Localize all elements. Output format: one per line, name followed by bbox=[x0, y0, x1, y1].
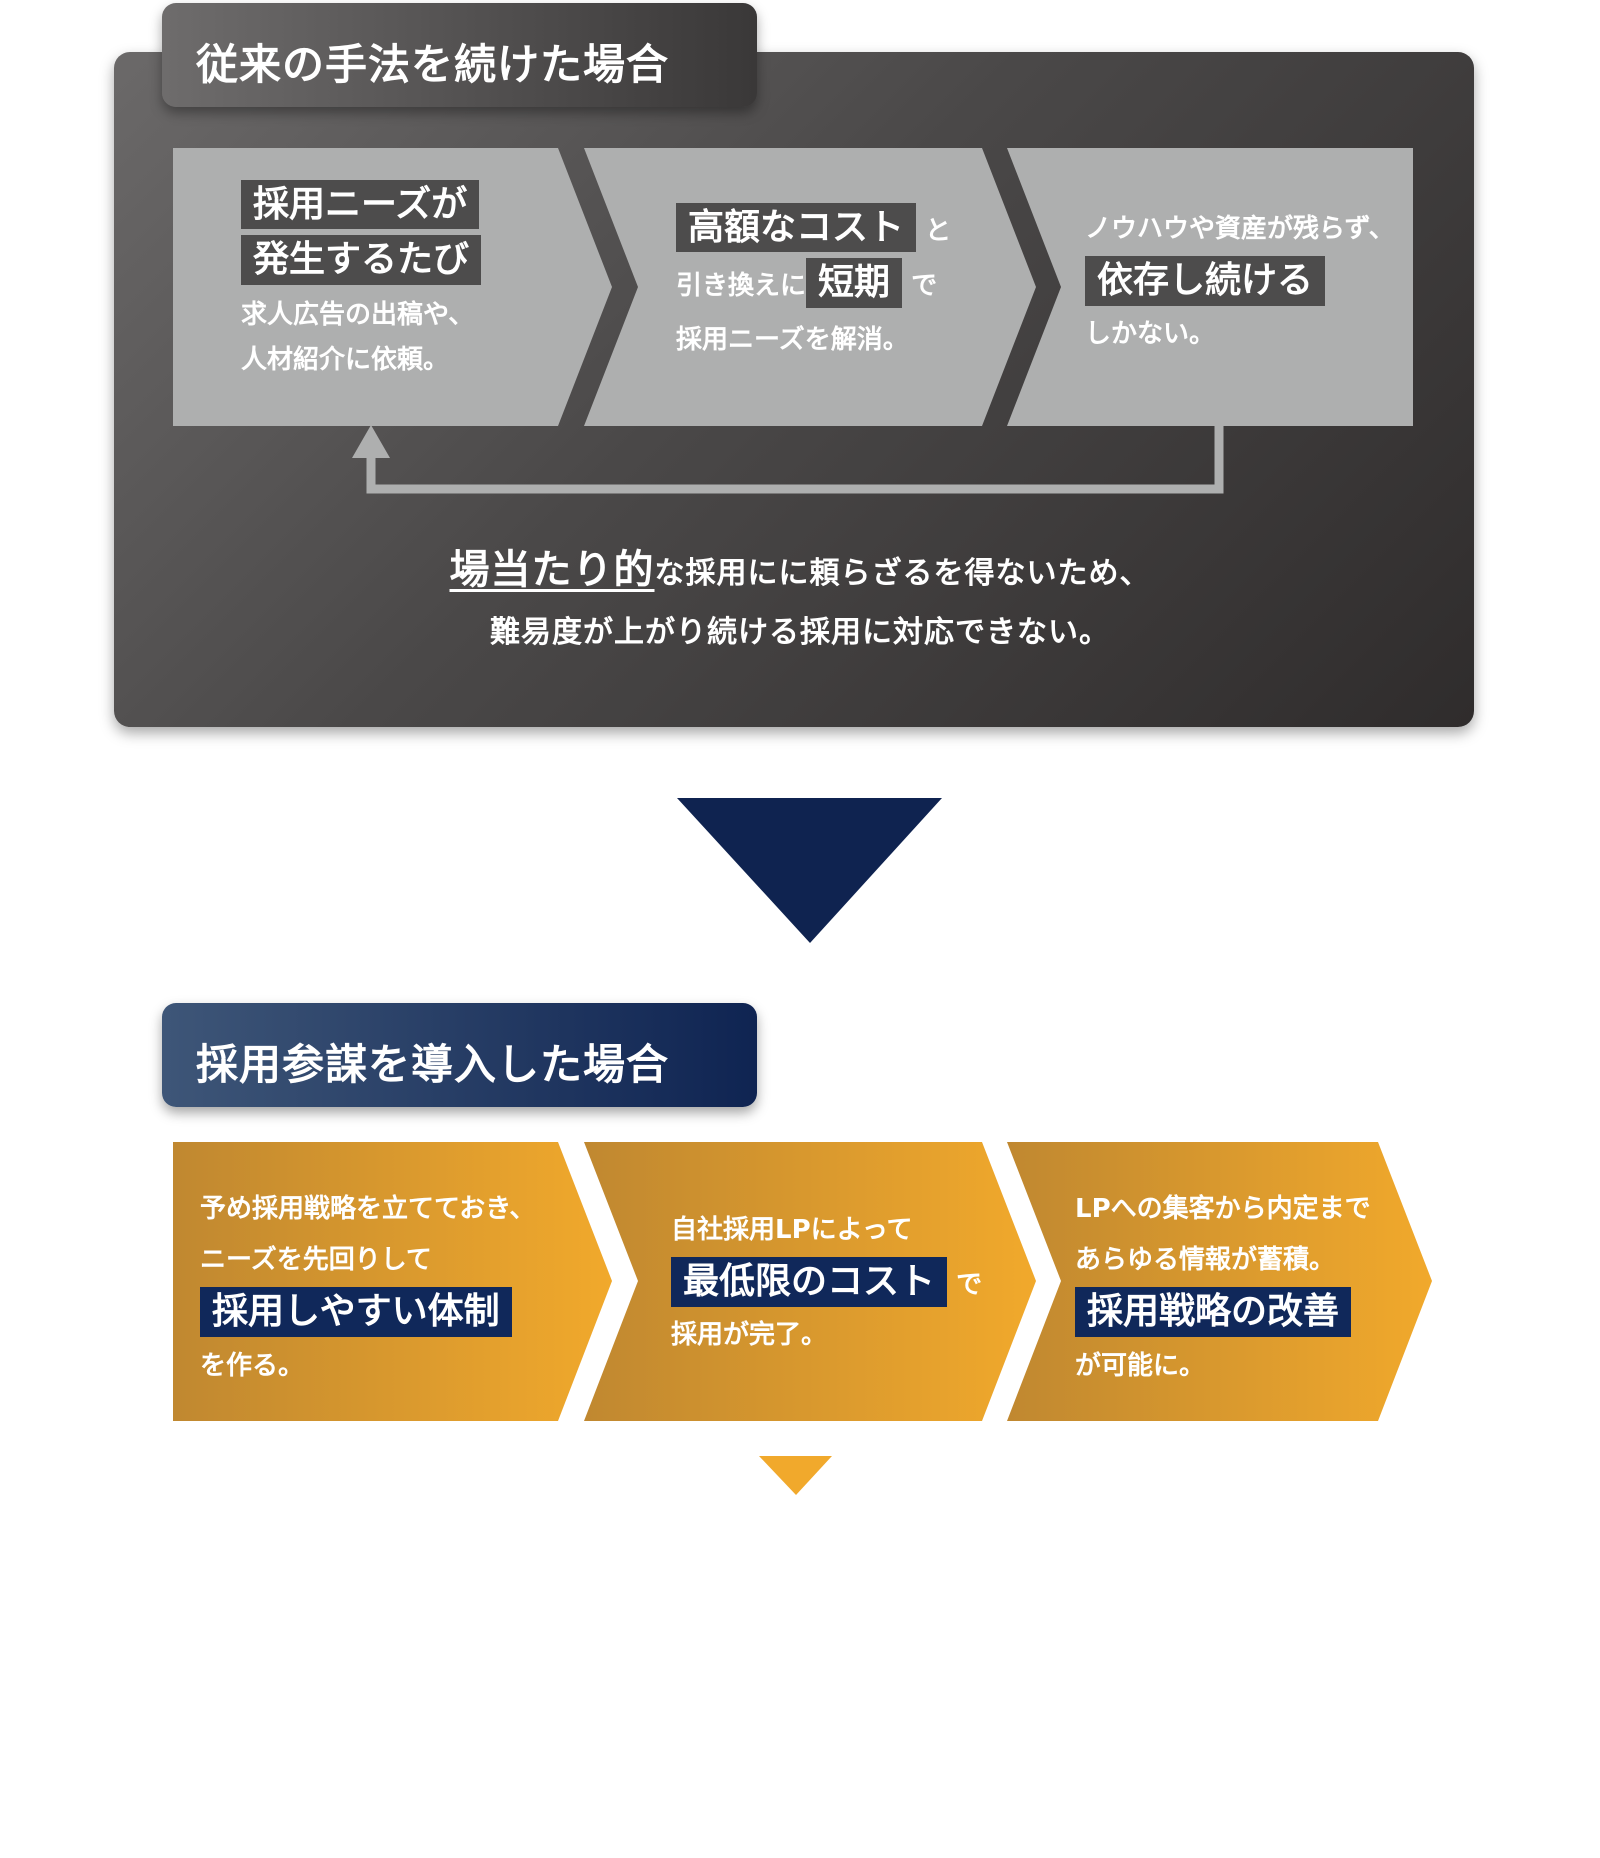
transition-down-arrow bbox=[677, 798, 942, 943]
old-step-1-highlight-2: 発生するたび bbox=[241, 235, 482, 285]
new-step-1-shape bbox=[173, 1142, 612, 1421]
new-step-1-highlight: 採用しやすい体制 bbox=[200, 1287, 512, 1337]
old-step-3-line-1: ノウハウや資産が残らず、 bbox=[1085, 214, 1395, 244]
new-message-suffix: へと進化し続ける。 bbox=[1009, 1706, 1288, 1741]
new-message-line-2: 中長期的な視点で採用コストを下げ、 bbox=[0, 1595, 1600, 1661]
new-message-prefix: 労働人口減少時代でも bbox=[312, 1706, 623, 1741]
old-message-line-2: 難易度が上がり続ける採用に対応できない。 bbox=[490, 615, 1110, 650]
old-step-2-highlight-2: 短期 bbox=[806, 258, 903, 308]
old-step-2-prefix: 引き換えに bbox=[676, 271, 807, 302]
new-step-2-line-2: 採用が完了。 bbox=[671, 1319, 828, 1350]
old-message-line-1: 場当たり的な採用にに頼らざるを得ないため、 bbox=[0, 537, 1600, 595]
old-step-3-highlight: 依存し続ける bbox=[1085, 256, 1326, 306]
new-step-1-line-1: 予め採用戦略を立てておき、 bbox=[200, 1194, 536, 1224]
old-step-1-line-2: 人材紹介に依頼。 bbox=[241, 345, 450, 376]
new-step-2: 自社採用LPによって 最低限のコスト で 採用が完了。 bbox=[671, 1206, 982, 1360]
old-step-2-particle-1: と bbox=[925, 216, 952, 246]
new-step-2-line-1: 自社採用LPによって bbox=[671, 1215, 913, 1245]
new-method-title: 採用参謀を導入した場合 bbox=[162, 1003, 757, 1107]
old-method-title: 従来の手法を続けた場合 bbox=[162, 3, 757, 107]
old-step-2-particle-2: で bbox=[911, 271, 938, 302]
old-step-2: 高額なコスト と 引き換えに短期 で 採用ニーズを解消。 bbox=[676, 201, 951, 365]
new-step-3-line-1: LPへの集客から内定まで bbox=[1075, 1194, 1371, 1224]
new-step-1-line-3: を作る。 bbox=[200, 1351, 305, 1382]
old-step-2-highlight-1: 高額なコスト bbox=[676, 203, 917, 253]
new-step-2-highlight: 最低限のコスト bbox=[671, 1257, 948, 1307]
new-step-1: 予め採用戦略を立てておき、 ニーズを先回りして 採用しやすい体制 を作る。 bbox=[200, 1184, 535, 1392]
loop-back-arrowhead bbox=[352, 425, 390, 458]
old-step-1: 採用ニーズが 発生するたび 求人広告の出稿や、 人材紹介に依頼。 bbox=[241, 178, 482, 386]
old-step-1-highlight-1: 採用ニーズが bbox=[241, 180, 480, 230]
new-message-line-3: 労働人口減少時代でも採用に困らない組織へと進化し続ける。 bbox=[0, 1685, 1600, 1746]
old-step-3-line-2: しかない。 bbox=[1085, 318, 1216, 349]
result-down-arrow bbox=[759, 1456, 832, 1495]
new-message-headline: 中長期的な視点で採用コストを下げ、 bbox=[402, 1604, 1198, 1658]
old-message-rest: な採用にに頼らざるを得ないため、 bbox=[654, 556, 1151, 591]
loop-back-arrow bbox=[366, 426, 1224, 494]
new-step-3-line-2: あらゆる情報が蓄積。 bbox=[1075, 1244, 1336, 1275]
new-message-line-1: 採用し続けられる仕組みづくり＝採用ブランディングによって、 bbox=[353, 1535, 1247, 1570]
new-step-3-highlight: 採用戦略の改善 bbox=[1075, 1287, 1352, 1337]
new-step-3-line-3: が可能に。 bbox=[1075, 1351, 1206, 1382]
new-step-3: LPへの集客から内定まで あらゆる情報が蓄積。 採用戦略の改善 が可能に。 bbox=[1075, 1184, 1371, 1392]
old-step-1-line-1: 求人広告の出稿や、 bbox=[241, 299, 475, 330]
new-step-3-shape bbox=[1007, 1142, 1432, 1421]
old-step-3: ノウハウや資産が残らず、 依存し続ける しかない。 bbox=[1085, 205, 1395, 359]
new-step-1-line-2: ニーズを先回りして bbox=[200, 1244, 432, 1275]
new-step-2-particle: で bbox=[956, 1270, 983, 1301]
old-message-emphasis: 場当たり的 bbox=[449, 547, 655, 593]
old-step-2-line: 採用ニーズを解消。 bbox=[676, 324, 909, 355]
new-message-emphasis: 採用に困らない組織 bbox=[622, 1694, 1010, 1743]
